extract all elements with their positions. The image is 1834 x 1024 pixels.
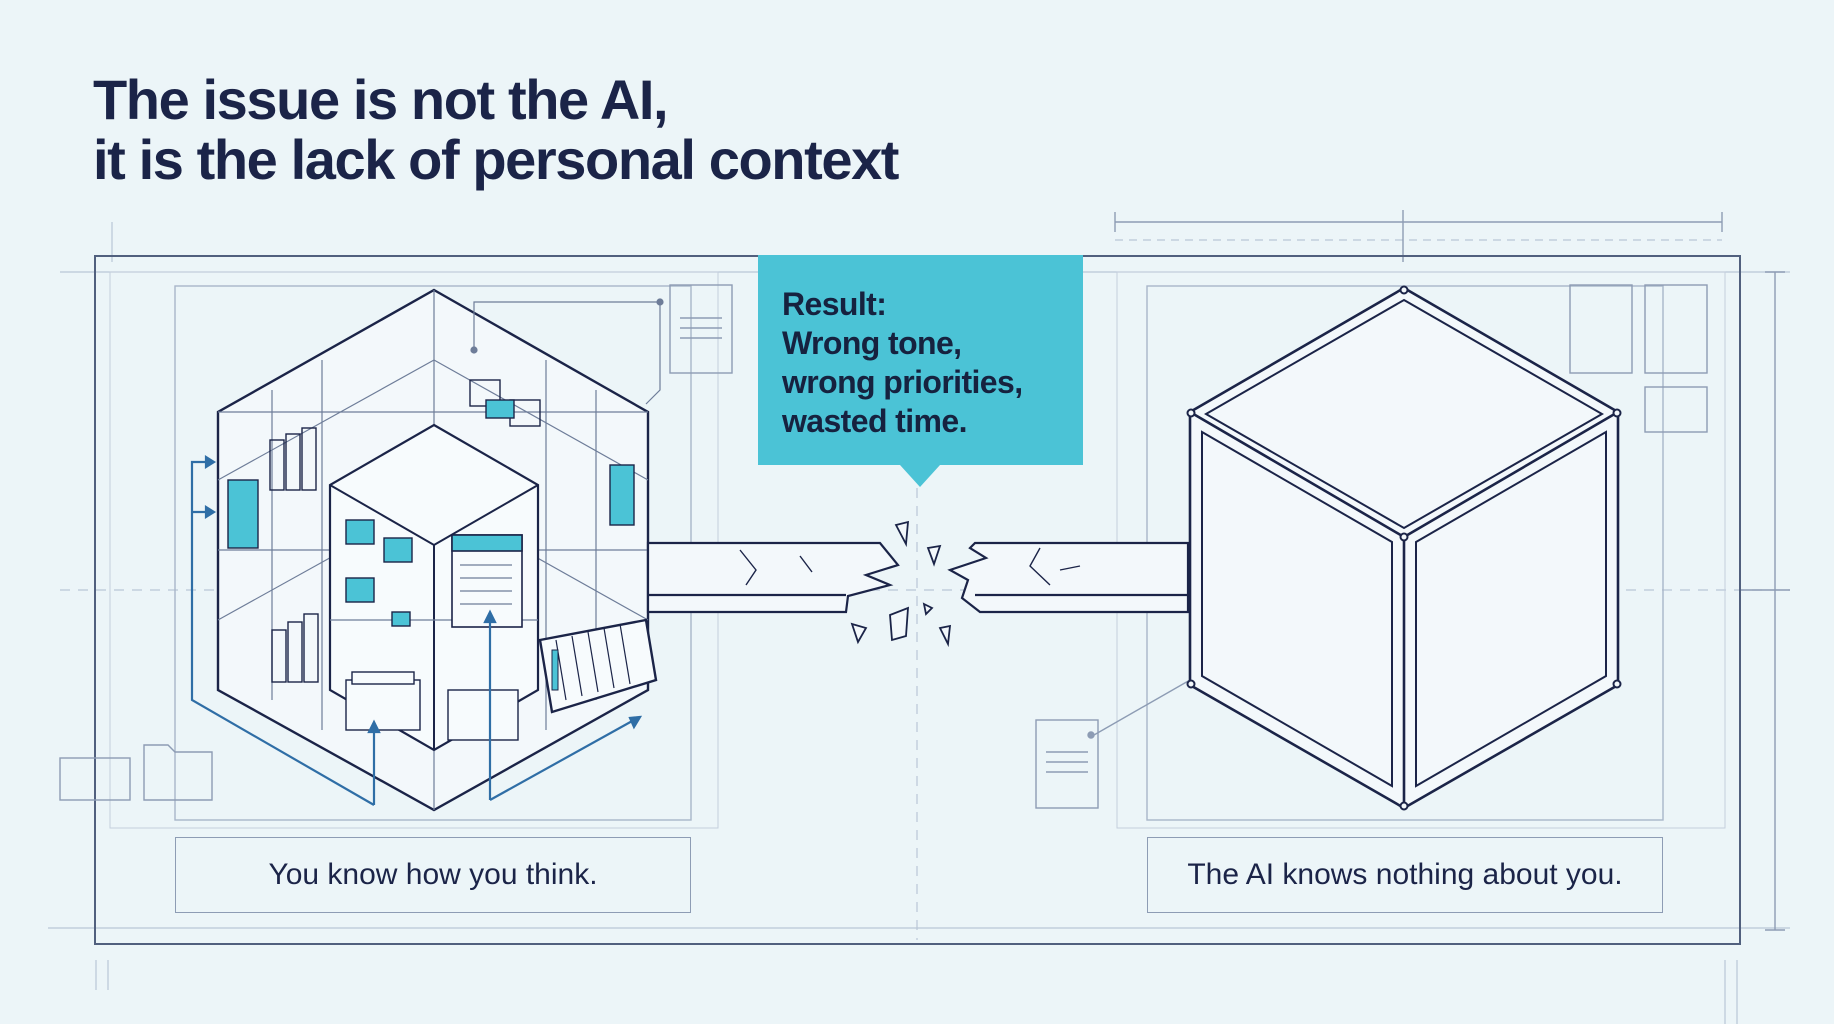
caption-right: The AI knows nothing about you. [1147, 837, 1663, 913]
left-context-cube [190, 288, 664, 812]
dimension-markers [1114, 210, 1790, 931]
callout-line-2: Wrong tone, [782, 325, 962, 361]
broken-bridge [646, 520, 1190, 648]
caption-left: You know how you think. [175, 837, 691, 913]
callout-line-3: wrong priorities, [782, 364, 1023, 400]
title-line-2: it is the lack of personal context [93, 128, 899, 191]
callout-line-4: wasted time. [782, 403, 967, 439]
title-line-1: The issue is not the AI, [93, 68, 669, 131]
right-empty-cube [1186, 285, 1622, 811]
document-icon [669, 284, 1708, 809]
folder-icon [59, 744, 213, 801]
page-title: The issue is not the AI, it is the lack … [93, 68, 899, 191]
result-callout: Result: Wrong tone, wrong priorities, wa… [758, 255, 1083, 487]
callout-line-1: Result: [782, 286, 887, 322]
